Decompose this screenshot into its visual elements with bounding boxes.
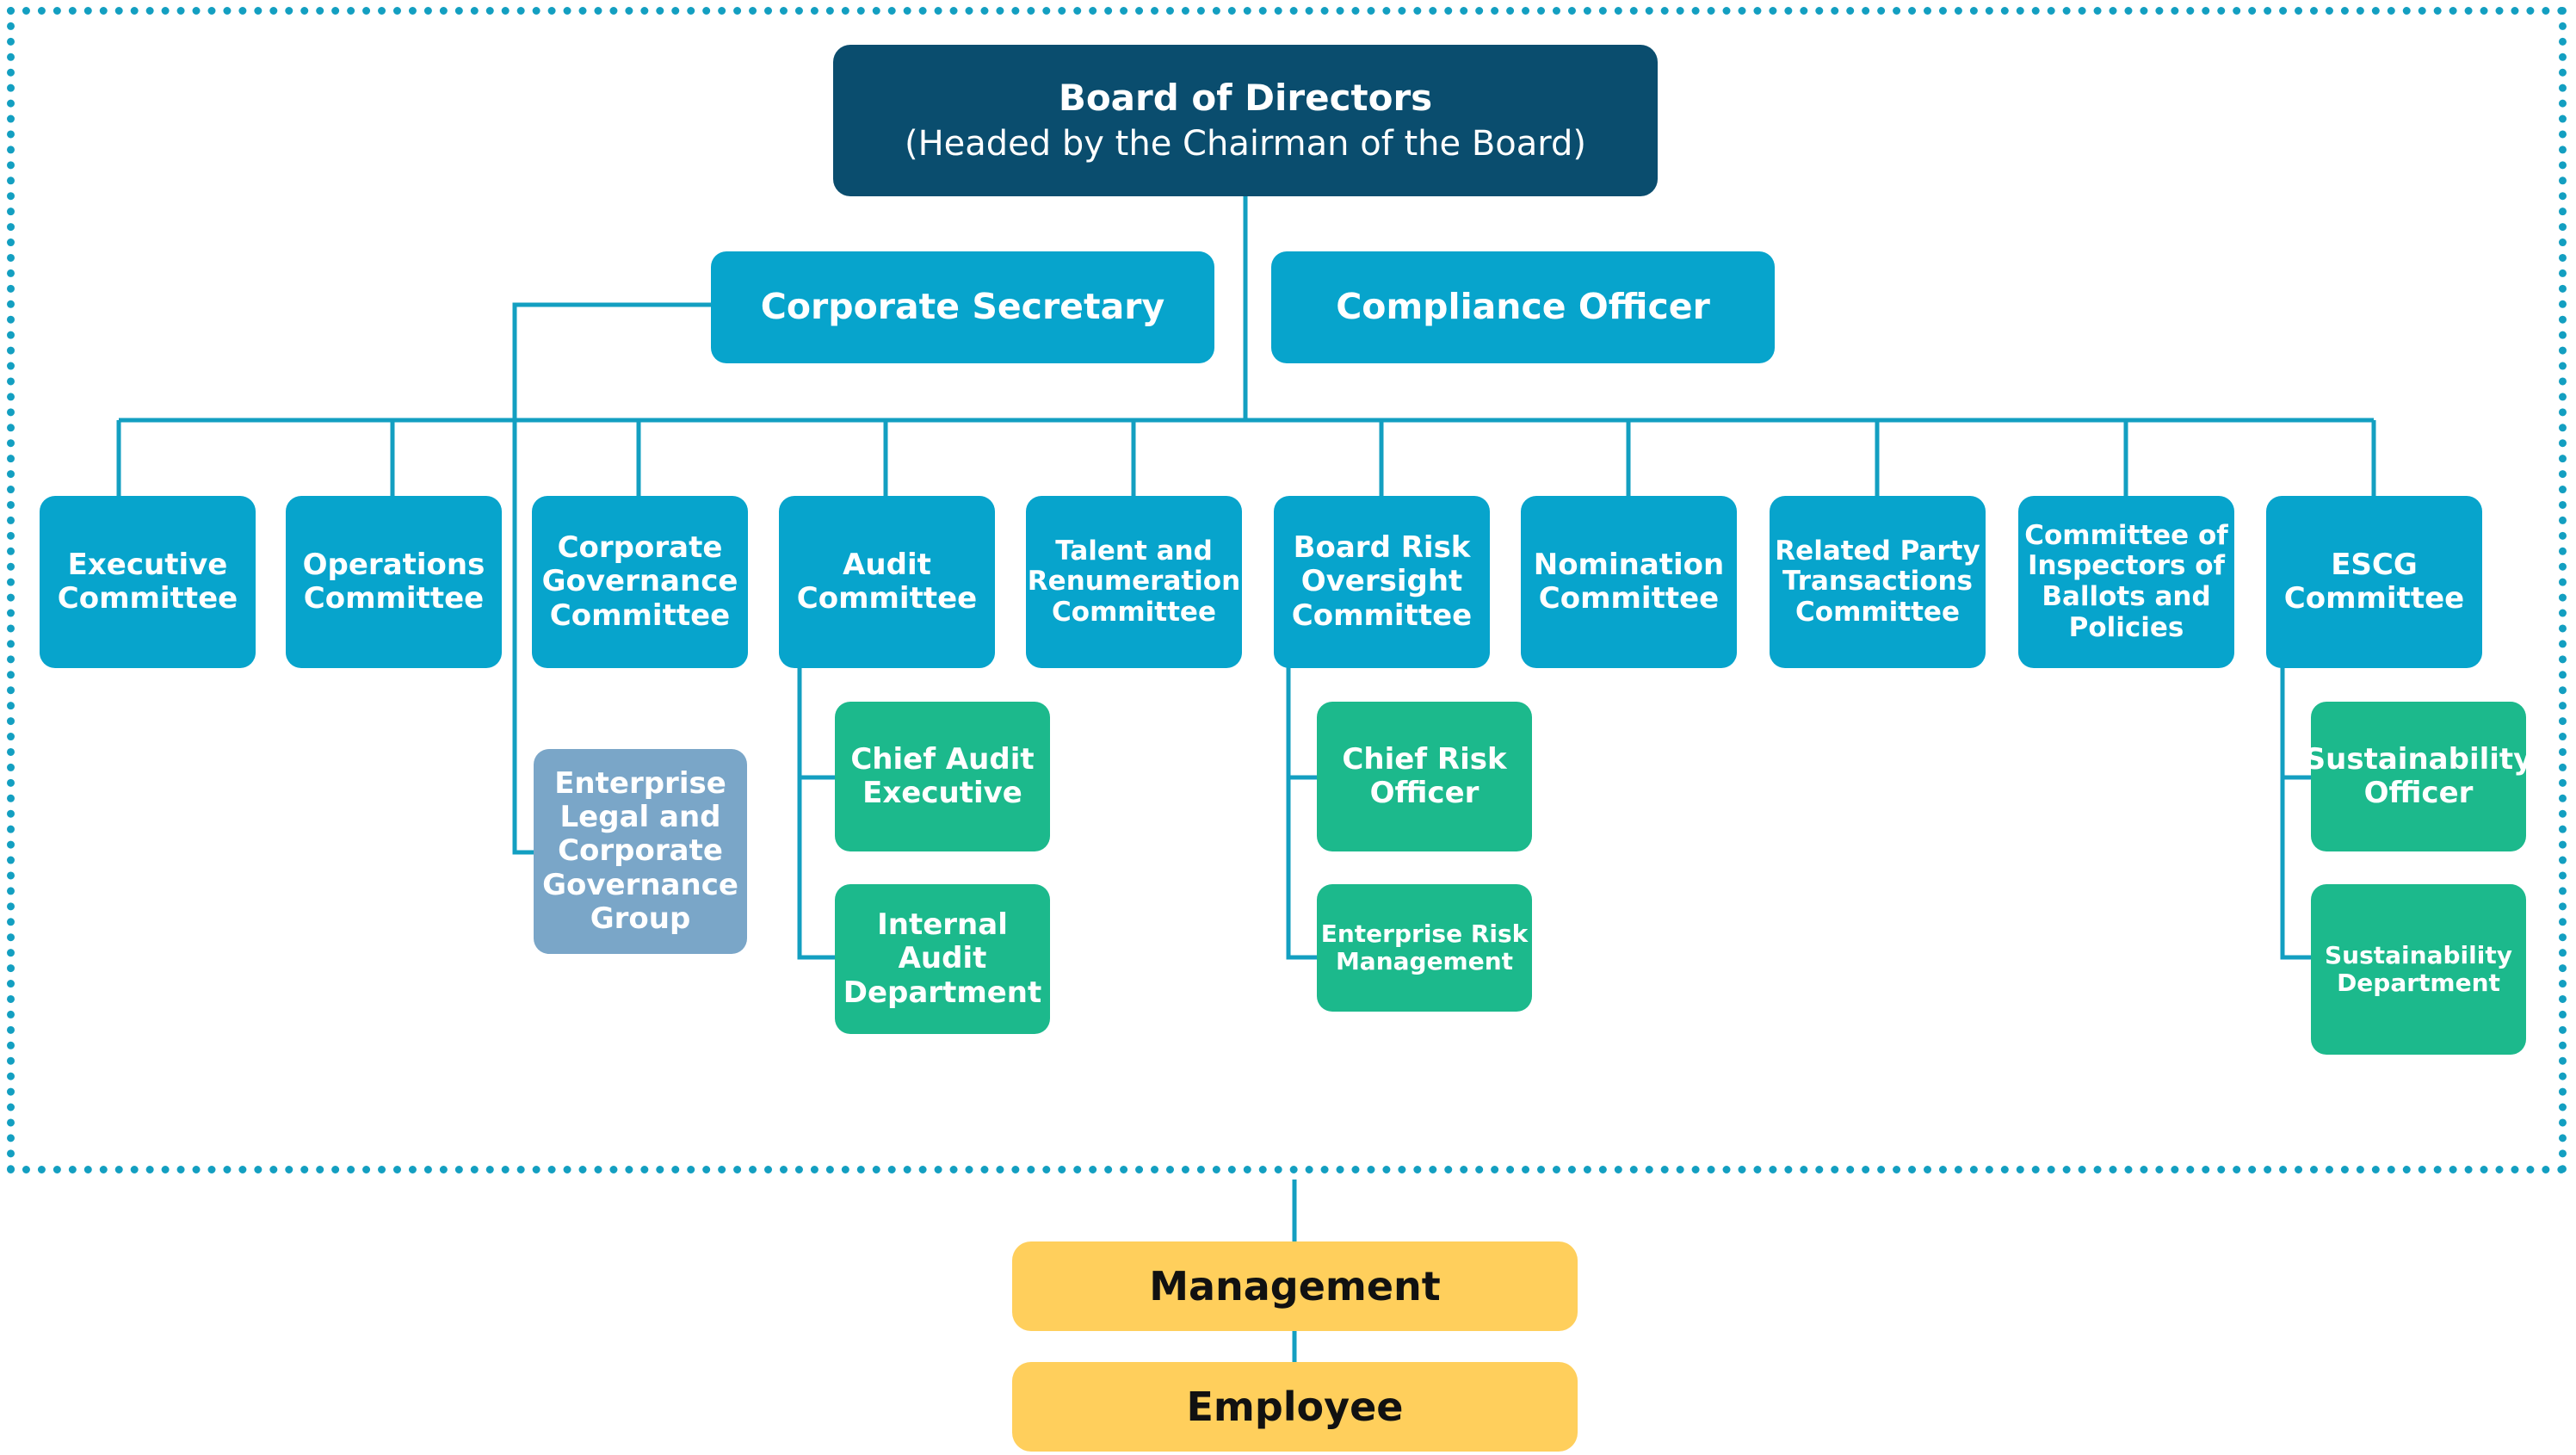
talent-renumeration-committee: Talent and Renumeration Committee: [1026, 496, 1242, 668]
board-risk-oversight-committee: Board Risk Oversight Committee: [1274, 496, 1490, 668]
board-subtitle: (Headed by the Chairman of the Board): [904, 124, 1587, 164]
risk-branch-line: [1286, 667, 1317, 960]
sustainability-department: Sustainability Department: [2311, 884, 2526, 1055]
enterprise-legal-corporate-governance-group: Enterprise Legal and Corporate Governanc…: [534, 749, 747, 954]
chief-audit-executive: Chief Audit Executive: [835, 702, 1050, 851]
audit-branch-line: [797, 667, 835, 960]
chief-risk-officer: Chief Risk Officer: [1317, 702, 1532, 851]
board-governance-boundary: [7, 7, 2567, 1173]
related-party-transactions-committee: Related Party Transactions Committee: [1770, 496, 1986, 668]
sustainability-officer: Sustainability Officer: [2305, 702, 2532, 851]
operations-committee: Operations Committee: [286, 496, 502, 668]
corporate-secretary: Corporate Secretary: [711, 251, 1214, 363]
compliance-officer: Compliance Officer: [1271, 251, 1775, 363]
audit-committee: Audit Committee: [779, 496, 995, 668]
internal-audit-department: Internal Audit Department: [835, 884, 1050, 1034]
nomination-committee: Nomination Committee: [1521, 496, 1737, 668]
employee-box: Employee: [1012, 1362, 1578, 1452]
escg-branch-line: [2280, 667, 2311, 960]
enterprise-risk-management: Enterprise Risk Management: [1317, 884, 1532, 1012]
secretary-to-legal-line: [512, 302, 711, 855]
escg-committee: ESCG Committee: [2266, 496, 2482, 668]
inspectors-ballots-policies-committee: Committee of Inspectors of Ballots and P…: [2018, 496, 2234, 668]
board-title: Board of Directors: [1058, 76, 1433, 119]
management-box: Management: [1012, 1241, 1578, 1331]
executive-committee: Executive Committee: [40, 496, 256, 668]
board-of-directors: Board of Directors (Headed by the Chairm…: [833, 45, 1658, 196]
corporate-governance-committee: Corporate Governance Committee: [532, 496, 748, 668]
